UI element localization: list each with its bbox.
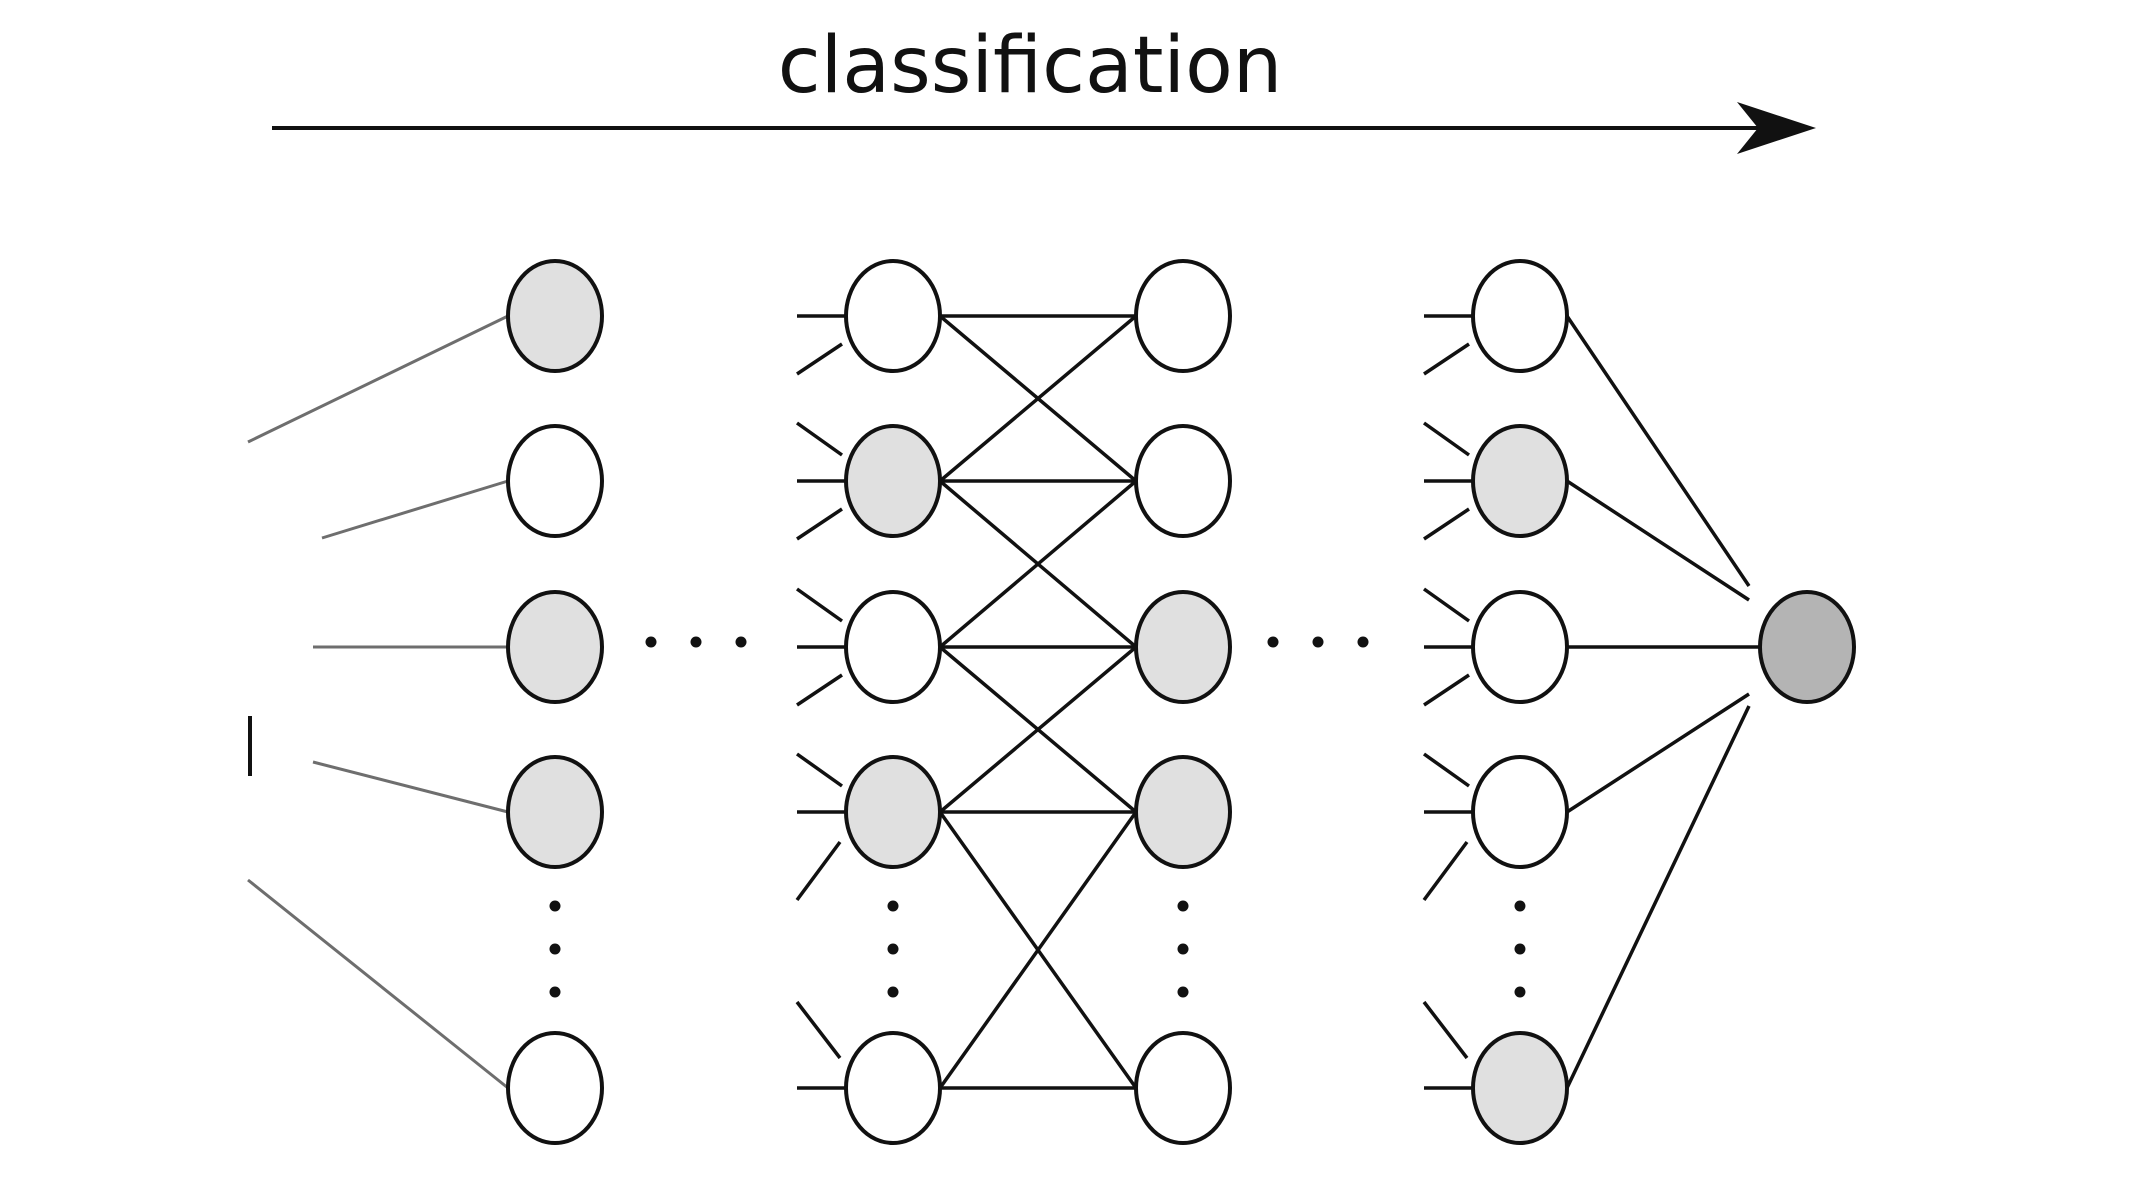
vertical-ellipsis-1-dot-2 — [549, 943, 561, 955]
output-edge-1 — [1565, 315, 1751, 587]
vertical-ellipsis-3-dot-1 — [1177, 900, 1189, 912]
horizontal-ellipsis-1-dot-3 — [735, 636, 747, 648]
layer-1-node-5 — [506, 1031, 604, 1145]
layer-4-stub-9 — [1422, 752, 1471, 788]
layer-4-node-5 — [1471, 1031, 1569, 1145]
network-nodes — [506, 259, 1856, 1145]
vertical-ellipsis-2-dot-1 — [887, 900, 899, 912]
vertical-ellipsis-4-dot-3 — [1514, 986, 1526, 998]
layer-3-node-2 — [1134, 424, 1232, 538]
layer-4-stub-12 — [1422, 1000, 1469, 1060]
horizontal-ellipsis-2-dot-1 — [1267, 636, 1279, 648]
input-edge-4 — [312, 760, 509, 814]
layer-4-stub-11 — [1422, 840, 1469, 902]
hidden-edge-9 — [938, 645, 1138, 814]
vertical-ellipsis-4-dot-2 — [1514, 943, 1526, 955]
vertical-ellipsis-3-dot-2 — [1177, 943, 1189, 955]
layer-2-stub-3 — [795, 421, 844, 457]
hidden-edges — [938, 314, 1138, 1090]
layer-1-node-3 — [506, 590, 604, 704]
vertical-ellipsis-4-dot-1 — [1514, 900, 1526, 912]
incoming-edge-stubs — [795, 314, 1473, 1090]
horizontal-ellipsis-2-dot-2 — [1312, 636, 1324, 648]
layer-2-stub-12 — [795, 1000, 842, 1060]
layer-4-stub-8 — [1423, 673, 1470, 707]
hidden-edge-3 — [938, 314, 1138, 483]
input-edge-5 — [247, 878, 509, 1090]
vertical-ellipsis-2-dot-2 — [887, 943, 899, 955]
horizontal-ellipsis-2-dot-3 — [1357, 636, 1369, 648]
layer-2-stub-2 — [796, 342, 843, 376]
layer-2-stub-11 — [795, 840, 842, 902]
horizontal-ellipsis-1-dot-2 — [690, 636, 702, 648]
layer-2-node-5 — [844, 1031, 942, 1145]
classification-arrow — [272, 102, 1816, 154]
layer-4-node-1 — [1471, 259, 1569, 373]
layer-2-node-4 — [844, 755, 942, 869]
layer-2-node-1 — [844, 259, 942, 373]
layer-2-node-3 — [844, 590, 942, 704]
layer-4-stub-2 — [1423, 342, 1470, 376]
layer-4-node-3 — [1471, 590, 1569, 704]
layer-2-stub-8 — [796, 673, 843, 707]
output-edge-4 — [1566, 692, 1750, 814]
layer-4-stub-3 — [1422, 421, 1471, 457]
ellipsis-dots — [549, 636, 1526, 998]
layer-2-stub-9 — [795, 752, 844, 788]
layer-1-node-1 — [506, 259, 604, 373]
layer-3-node-1 — [1134, 259, 1232, 373]
vertical-ellipsis-1-dot-3 — [549, 986, 561, 998]
layer-3-node-3 — [1134, 590, 1232, 704]
layer-1-node-2 — [506, 424, 604, 538]
output-edge-5 — [1565, 705, 1751, 1089]
vertical-ellipsis-2-dot-3 — [887, 986, 899, 998]
layer-1-node-4 — [506, 755, 604, 869]
layer-4-stub-6 — [1422, 587, 1471, 623]
layer-3-node-4 — [1134, 755, 1232, 869]
output-edge-2 — [1566, 479, 1750, 602]
hidden-edge-6 — [938, 479, 1138, 649]
vertical-ellipsis-1-dot-1 — [549, 900, 561, 912]
input-edge-1 — [247, 314, 509, 444]
hidden-edge-12 — [938, 810, 1138, 1090]
output-layer-node-1 — [1758, 590, 1856, 704]
layer-2-stub-5 — [796, 507, 843, 541]
diagram-title: classification — [778, 21, 1283, 111]
vertical-ellipsis-3-dot-3 — [1177, 986, 1189, 998]
horizontal-ellipsis-1-dot-1 — [645, 636, 657, 648]
partial-input-node — [248, 716, 252, 776]
layer-4-node-4 — [1471, 755, 1569, 869]
output-edges — [1565, 315, 1760, 1089]
layer-2-stub-6 — [795, 587, 844, 623]
input-edges — [247, 314, 509, 1090]
input-edge-2 — [321, 479, 509, 540]
arrowhead-icon — [1737, 102, 1816, 154]
layer-4-node-2 — [1471, 424, 1569, 538]
layer-3-node-5 — [1134, 1031, 1232, 1145]
layer-2-node-2 — [844, 424, 942, 538]
layer-4-stub-5 — [1423, 507, 1470, 541]
